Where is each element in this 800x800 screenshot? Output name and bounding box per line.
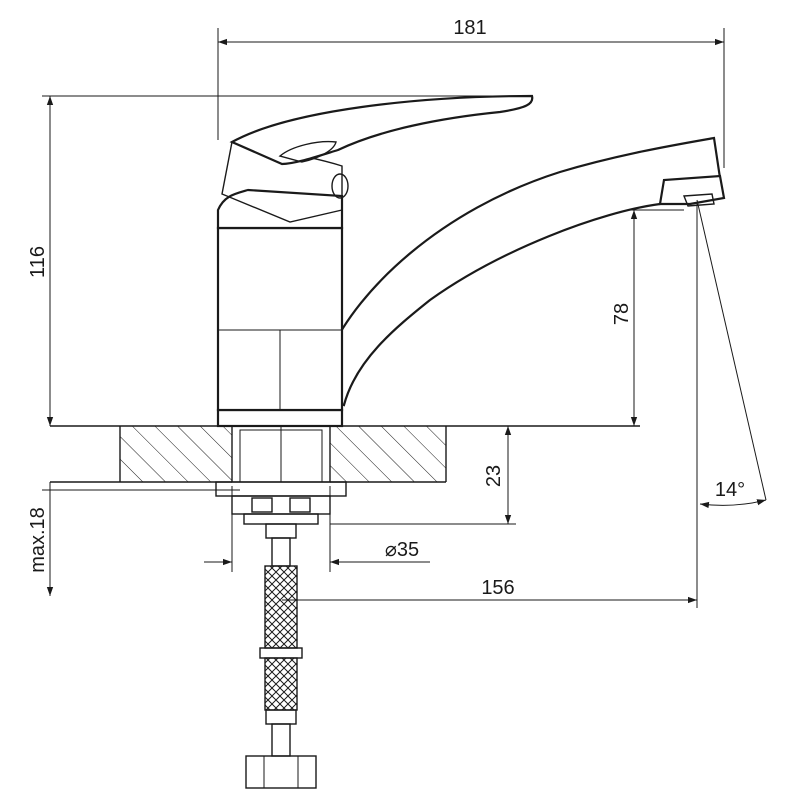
dimension-label-116: 116 (27, 246, 49, 278)
dimension-label-14-deg: 14° (715, 479, 745, 501)
dimension-angle-14: 14° (696, 199, 767, 509)
dimension-spout-height-78: 78 (611, 209, 684, 426)
dimension-deck-23: 23 (330, 426, 516, 525)
dimension-reach-156: 156 (282, 204, 698, 608)
mounting-hardware (215, 425, 347, 525)
dimension-label-78: 78 (611, 303, 633, 325)
dimension-label-156: 156 (481, 577, 514, 599)
dimension-label-max-18: max.18 (27, 507, 49, 573)
dimension-width-181: 181 (217, 17, 725, 168)
countertop-section (50, 425, 640, 483)
dimension-label-diameter-35: ⌀35 (385, 539, 419, 561)
dimension-height-116: 116 (27, 95, 532, 426)
dimension-diameter-35: ⌀35 (204, 486, 430, 572)
mixer-body (216, 94, 726, 428)
supply-hose (245, 523, 317, 789)
dimension-label-181: 181 (453, 17, 486, 39)
dimension-max-18: max.18 (27, 482, 240, 596)
dimension-label-23: 23 (483, 465, 505, 487)
